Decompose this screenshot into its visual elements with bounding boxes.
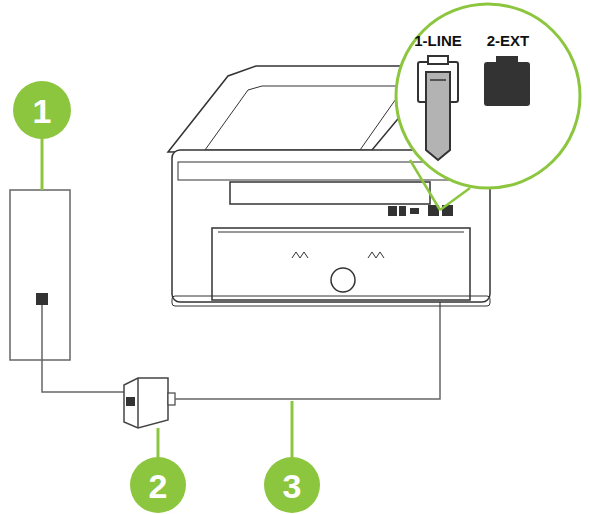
phone-cord (42, 305, 128, 392)
zoom-line (440, 188, 470, 210)
printer (168, 66, 490, 306)
port-label: 1-LINE (414, 33, 462, 48)
callout-number: 2 (149, 469, 168, 503)
callout-number: 1 (33, 94, 52, 128)
leader-line (157, 428, 160, 458)
leader-line (291, 401, 294, 458)
callout-number: 3 (283, 469, 302, 503)
callout-circle (264, 457, 320, 513)
callout-circle (130, 457, 186, 513)
zoom-circle (396, 4, 580, 188)
line-port (418, 56, 458, 160)
leader-line (41, 138, 44, 190)
wall-plate (10, 190, 70, 360)
ext-port (484, 56, 530, 106)
callout-circle (13, 81, 71, 139)
dsl-filter (124, 378, 175, 428)
wall-jack (36, 293, 48, 305)
port-label: 2-EXT (487, 33, 530, 48)
